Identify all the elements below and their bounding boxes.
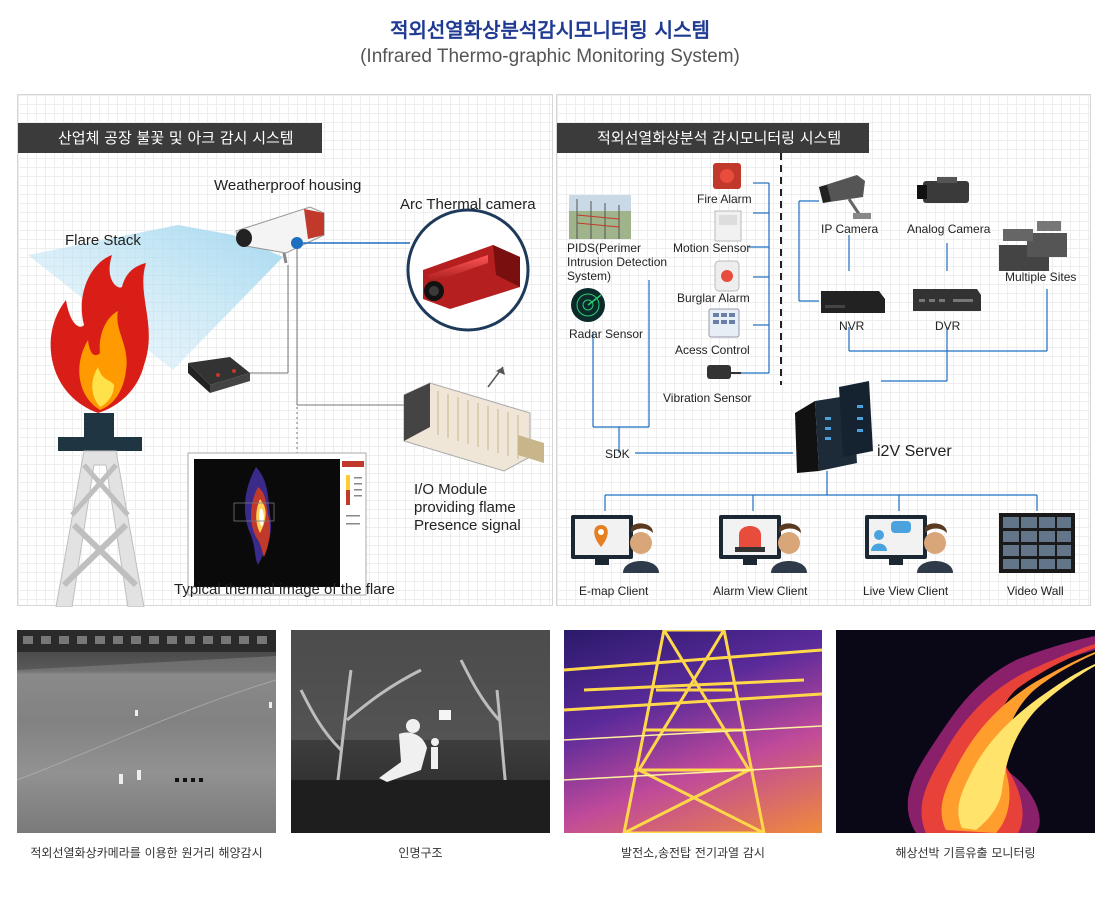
radar-sensor-label: Radar Sensor [569,327,644,341]
sdk-label: SDK [605,447,630,461]
analog-camera-icon [917,177,969,203]
thermal-image-screenshot [187,452,367,596]
junction-box-icon [188,357,250,393]
fire-alarm-icon [713,163,741,189]
fire-alarm-label: Fire Alarm [697,192,752,206]
camera-view-beam [28,225,283,370]
multiple-sites-icon [999,221,1067,271]
oil-spill-photo [836,630,1095,833]
gallery-caption-1: 적외선열화상카메라를 이용한 원거리 해양감시 [30,846,263,860]
nvr-label: NVR [839,319,865,333]
alarm-view-client-label: Alarm View Client [713,584,808,598]
page-subtitle: (Infrared Thermo-graphic Monitoring Syst… [360,46,740,67]
camera-label: Arc Thermal camera [400,196,536,213]
video-wall-label: Video Wall [1007,584,1064,598]
flare-diagram [28,206,544,607]
io-label-1: I/O Module [414,481,488,498]
gallery-caption-2: 인명구조 [398,846,443,860]
flare-stack-icon [50,255,149,607]
motion-sensor-icon [714,210,742,242]
server-label: i2V Server [877,443,952,460]
arc-thermal-camera-icon [406,208,530,332]
vibration-sensor-icon [707,365,741,379]
page-title: 적외선열화상분석감시모니터링 시스템 [390,18,710,42]
right-panel-title: 적외선열화상분석 감시모니터링 시스템 [557,123,870,153]
thermal-caption: Typical thermal image of the flare [174,581,395,598]
video-wall-icon [999,513,1075,573]
dvr-label: DVR [935,319,961,333]
weatherproof-housing-icon [235,206,325,264]
server-icon [795,381,873,473]
io-label-2: providing flame [414,499,516,516]
pids-label-3: System) [567,269,612,283]
rescue-photo [291,630,550,833]
pids-fence-icon [569,195,631,239]
nvr-icon [821,291,885,313]
housing-label: Weatherproof housing [214,177,362,194]
system-diagram [569,153,1075,573]
ip-camera-icon [819,175,871,219]
left-panel-title: 산업체 공장 불꽃 및 아크 감시 시스템 [18,123,322,153]
vibration-sensor-label: Vibration Sensor [663,391,752,405]
alarm-view-client-icon [719,515,807,573]
io-label-3: Presence signal [414,517,521,534]
access-control-icon [708,308,740,338]
live-view-client-label: Live View Client [863,584,949,598]
flare-monitoring-panel: 산업체 공장 불꽃 및 아크 감시 시스템 Weatherproof housi… [17,94,553,607]
live-view-client-icon [865,515,953,573]
ip-camera-label: IP Camera [821,222,879,236]
pids-label-2: Intrusion Detection [567,255,668,269]
power-tower-photo [564,630,822,833]
emap-client-icon [571,515,659,573]
multiple-sites-label: Multiple Sites [1005,270,1077,284]
emap-client-label: E-map Client [579,584,649,598]
dvr-icon [913,289,981,311]
gallery-caption-4: 해상선박 기름유출 모니터링 [895,846,1036,860]
analog-camera-label: Analog Camera [907,222,991,236]
maritime-surveillance-photo [17,630,276,833]
motion-sensor-label: Motion Sensor [673,241,751,255]
pids-label-1: PIDS(Perimer [567,241,642,255]
radar-sensor-icon [571,288,605,322]
monitoring-system-panel: 적외선열화상분석 감시모니터링 시스템 Fire Alarm Motion Se… [556,94,1091,606]
burglar-alarm-label: Burglar Alarm [677,291,750,305]
access-control-label: Acess Control [675,343,750,357]
burglar-alarm-icon [714,260,740,292]
gallery-caption-3: 발전소,송전탑 전기과열 감시 [621,846,765,860]
io-module-icon [403,366,544,472]
flare-label: Flare Stack [65,232,141,249]
